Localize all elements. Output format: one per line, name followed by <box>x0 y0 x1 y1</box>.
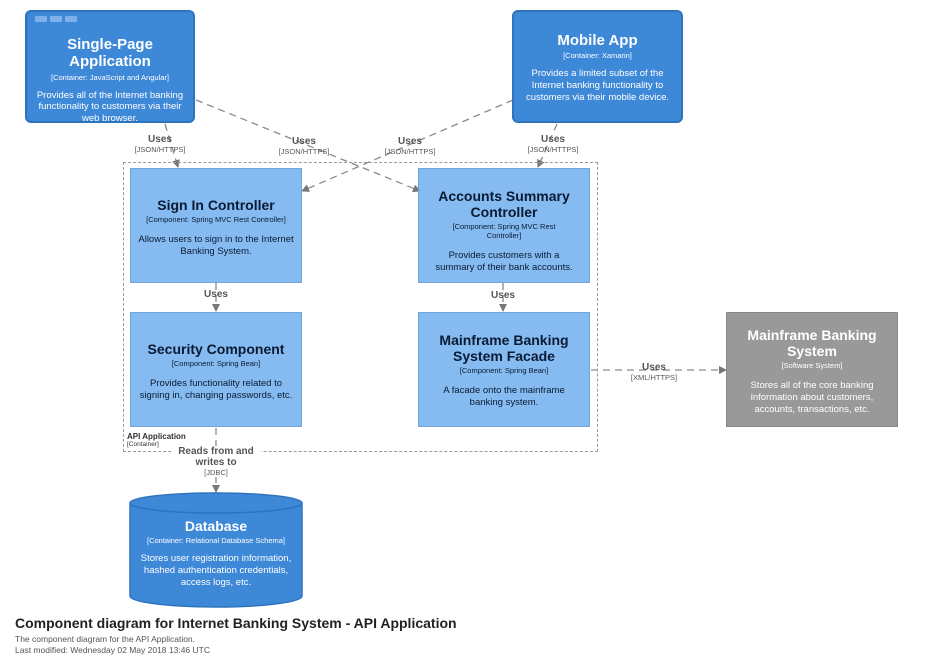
rel-mobile-signin-label: Uses <box>398 136 422 147</box>
boundary-label: API Application [Container] <box>127 432 186 448</box>
accounts-title: Accounts Summary Controller <box>438 188 570 221</box>
database-title: Database <box>184 518 248 534</box>
rel-security-database: Reads from and writes to [JDBC] <box>171 446 261 477</box>
rel-facade-mainframe-tech: [XML/HTTPS] <box>630 373 678 382</box>
arrow-spa-to-signin <box>164 123 180 168</box>
database-text: Database [Container: Relational Database… <box>130 518 302 589</box>
mobile-title: Mobile App <box>557 32 638 49</box>
mainframe-technology: [Software System] <box>781 361 843 371</box>
rel-signin-security-label: Uses <box>204 289 228 300</box>
rel-mobile-accounts-label: Uses <box>541 134 565 145</box>
mainframe-title: Mainframe Banking System <box>747 327 877 360</box>
boundary-name: API Application <box>127 432 186 441</box>
security-technology: [Component: Spring Bean] <box>171 359 261 369</box>
database-description: Stores user registration information, ha… <box>140 553 292 588</box>
rel-accounts-facade-label: Uses <box>491 290 515 301</box>
boundary-kind: [Container] <box>127 441 159 448</box>
diagram-last-modified: Last modified: Wednesday 02 May 2018 13:… <box>15 645 210 655</box>
mainframe-facade-box[interactable]: Mainframe Banking System Facade [Compone… <box>418 312 590 427</box>
signin-technology: [Component: Spring MVC Rest Controller] <box>146 215 286 225</box>
spa-technology: [Container: JavaScript and Angular] <box>51 72 169 82</box>
rel-security-database-tech: [JDBC] <box>204 468 228 477</box>
rel-spa-signin-tech: [JSON/HTTPS] <box>134 145 186 154</box>
rel-facade-mainframe-label: Uses <box>642 362 666 373</box>
security-description: Provides functionality related to signin… <box>139 378 293 401</box>
rel-mobile-signin: Uses [JSON/HTTPS] <box>370 136 450 156</box>
signin-title: Sign In Controller <box>157 197 275 213</box>
facade-technology: [Component: Spring Bean] <box>459 366 549 376</box>
mainframe-banking-system-box[interactable]: Mainframe Banking System [Software Syste… <box>726 312 898 427</box>
arrow-mobile-to-accounts <box>537 123 558 168</box>
diagram-title: Component diagram for Internet Banking S… <box>15 615 457 631</box>
browser-window-icon <box>35 16 77 22</box>
facade-description: A facade onto the mainframe banking syst… <box>443 385 565 409</box>
rel-accounts-facade: Uses <box>473 290 533 301</box>
database-technology: [Container: Relational Database Schema] <box>147 536 285 545</box>
rel-mobile-accounts-tech: [JSON/HTTPS] <box>527 145 579 154</box>
accounts-summary-controller-box[interactable]: Accounts Summary Controller [Component: … <box>418 168 590 283</box>
arrow-mobile-to-signin <box>301 99 514 192</box>
rel-signin-security: Uses <box>186 289 246 300</box>
mobile-technology: [Container: Xamarin] <box>563 51 632 61</box>
rel-spa-accounts: Uses [JSON/HTTPS] <box>264 136 344 156</box>
rel-mobile-accounts: Uses [JSON/HTTPS] <box>513 134 593 154</box>
mobile-app-box[interactable]: Mobile App [Container: Xamarin] Provides… <box>512 10 683 123</box>
sign-in-controller-box[interactable]: Sign In Controller [Component: Spring MV… <box>130 168 302 283</box>
api-application-boundary <box>123 162 598 452</box>
database-cylinder[interactable] <box>128 492 304 610</box>
mainframe-description: Stores all of the core banking informati… <box>750 380 874 415</box>
rel-spa-signin: Uses [JSON/HTTPS] <box>120 134 200 154</box>
rel-mobile-signin-tech: [JSON/HTTPS] <box>384 147 436 156</box>
security-component-box[interactable]: Security Component [Component: Spring Be… <box>130 312 302 427</box>
spa-title: Single-Page Application <box>67 36 153 71</box>
accounts-technology: [Component: Spring MVC Rest Controller] <box>452 222 556 241</box>
single-page-application-box[interactable]: Single-Page Application [Container: Java… <box>25 10 195 123</box>
security-title: Security Component <box>147 341 285 357</box>
rel-spa-accounts-label: Uses <box>292 136 316 147</box>
mobile-description: Provides a limited subset of the Interne… <box>525 68 670 103</box>
rel-spa-signin-label: Uses <box>148 134 172 145</box>
signin-description: Allows users to sign in to the Internet … <box>138 234 294 257</box>
rel-security-database-label: Reads from and writes to <box>178 446 254 468</box>
accounts-description: Provides customers with a summary of the… <box>435 250 573 274</box>
rel-facade-mainframe: Uses [XML/HTTPS] <box>614 362 694 382</box>
facade-title: Mainframe Banking System Facade <box>439 332 569 365</box>
diagram-subtitle: The component diagram for the API Applic… <box>15 634 196 644</box>
rel-spa-accounts-tech: [JSON/HTTPS] <box>278 147 330 156</box>
spa-description: Provides all of the Internet banking fun… <box>36 89 184 123</box>
arrow-spa-to-accounts <box>195 99 421 193</box>
